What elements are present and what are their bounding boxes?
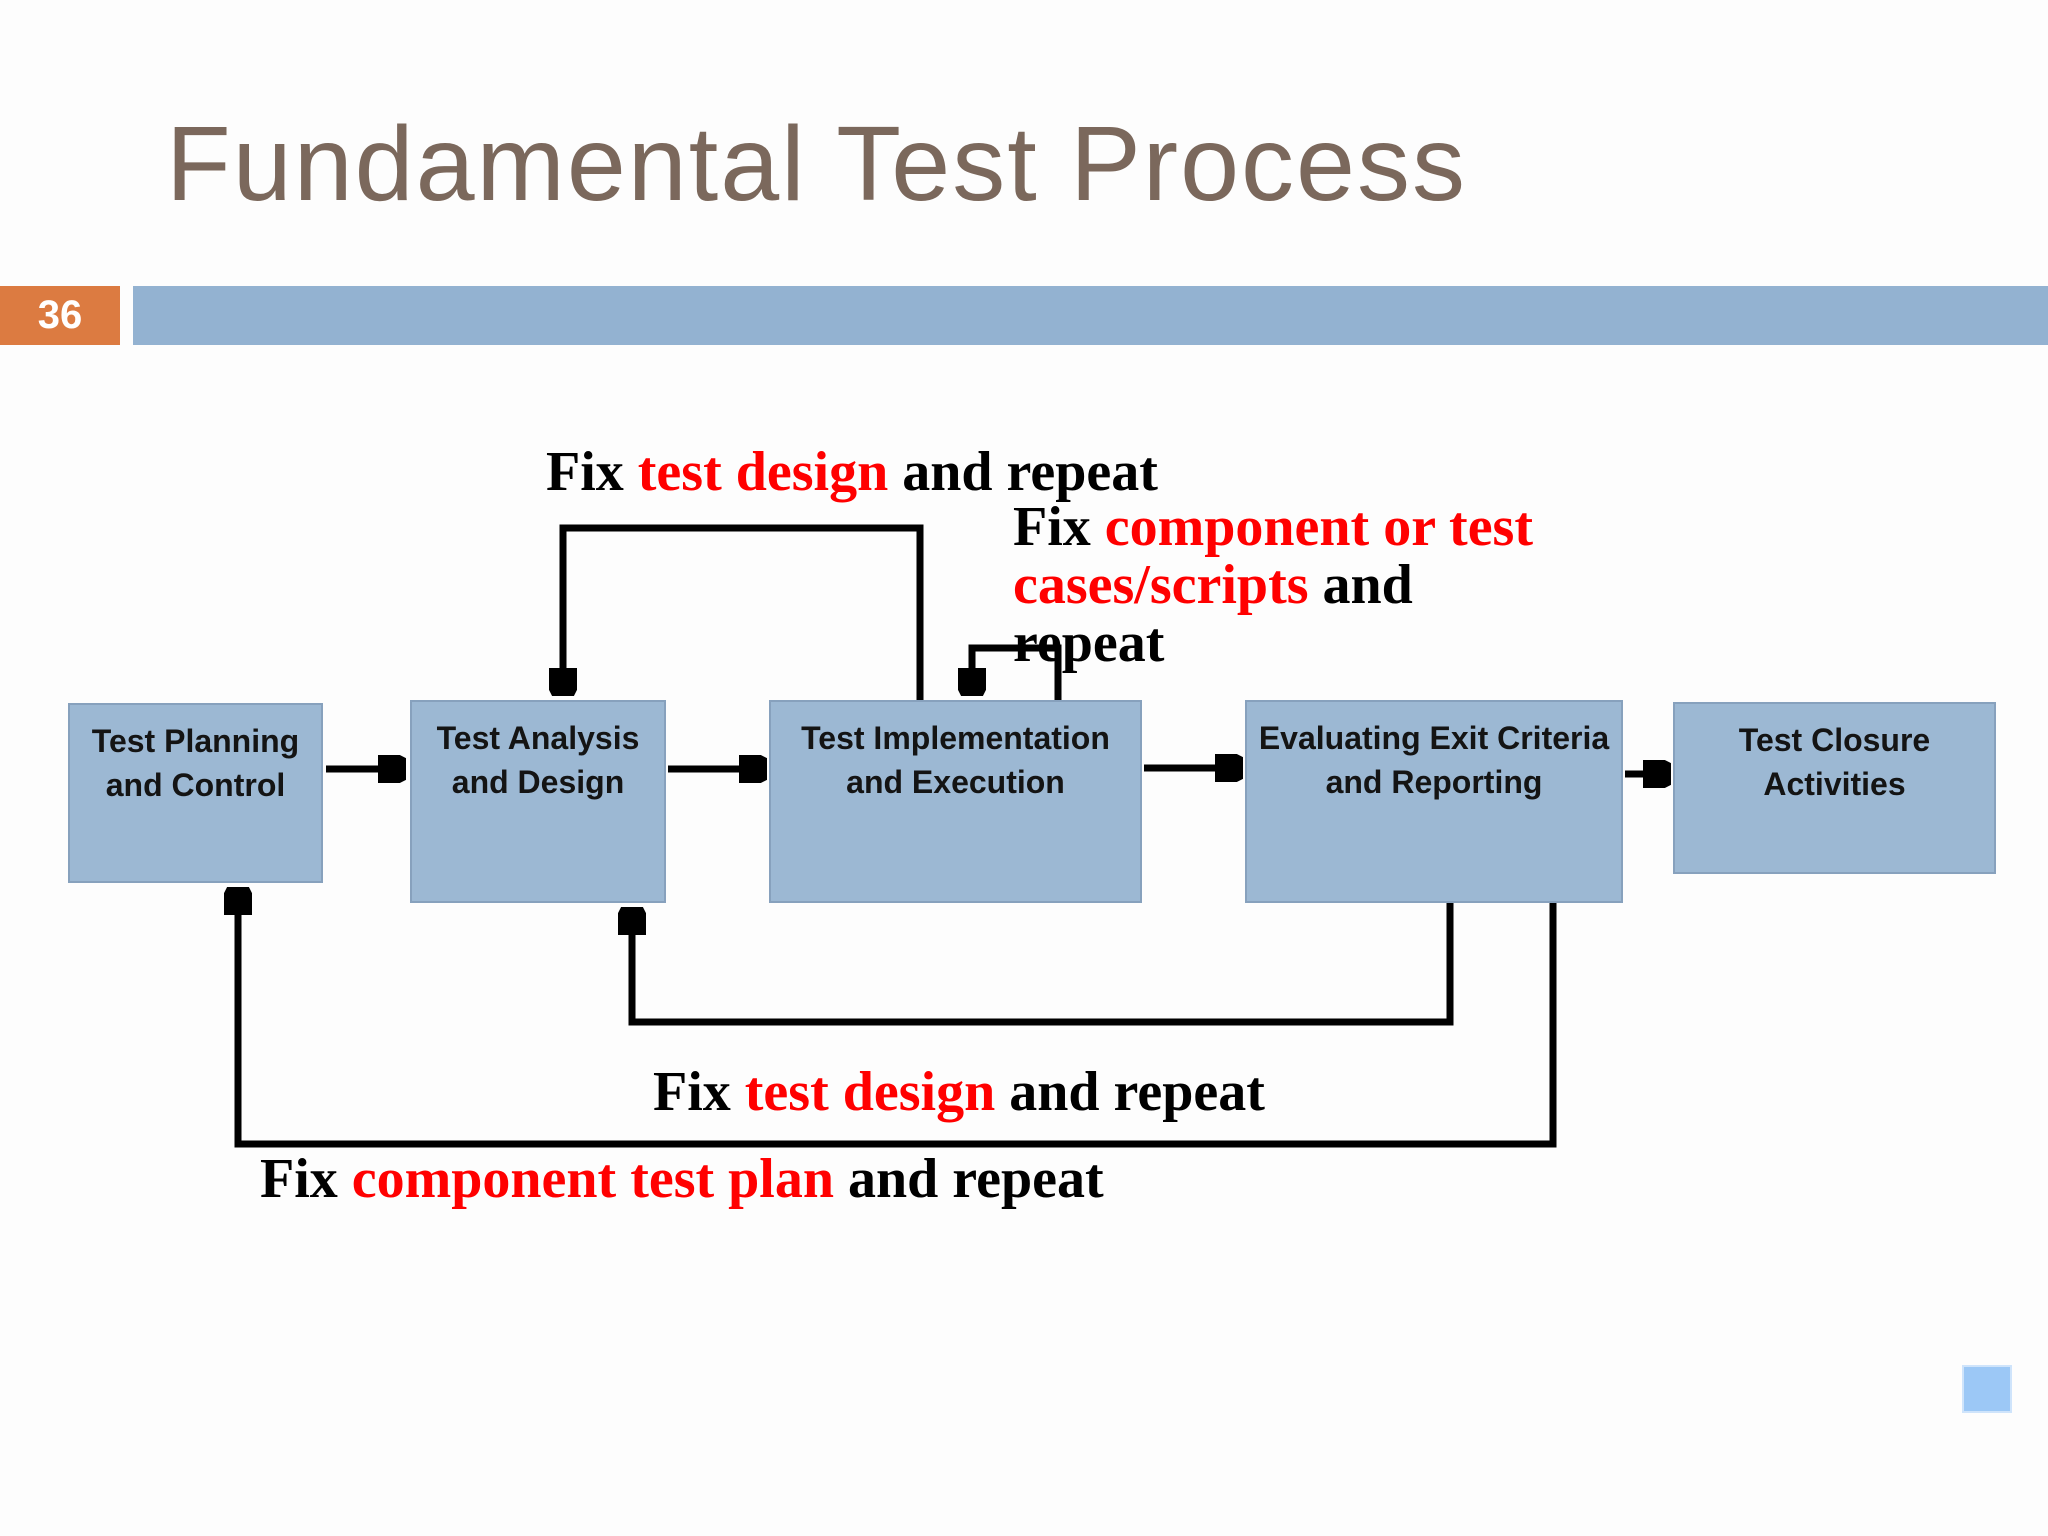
label-fix-test-design-bottom: Fix test design and repeat: [653, 1061, 1265, 1123]
process-box-test-closure: Test Closure Activities: [1673, 702, 1996, 874]
label-fix-component-test-plan: Fix component test plan and repeat: [260, 1148, 1104, 1210]
page-number-badge: 36: [0, 286, 120, 345]
label-fix-test-design-top: Fix test design and repeat: [546, 441, 1158, 503]
slide-title: Fundamental Test Process: [166, 105, 1468, 223]
loop-implementation-self: [972, 644, 1062, 700]
box-label-line: Test Closure: [1738, 722, 1931, 758]
box-label-line: Test Analysis: [436, 720, 640, 756]
process-box-test-planning: Test Planning and Control: [68, 703, 323, 883]
process-box-evaluating-exit-criteria: Evaluating Exit Criteria and Reporting: [1245, 700, 1623, 903]
loop-evaluating-to-planning: [238, 891, 1557, 1148]
box-label-line: and Execution: [846, 764, 1065, 800]
header-accent-bar: [133, 286, 2048, 345]
decorative-corner-square: [1962, 1365, 2012, 1413]
label-fix-component-or-test-cases: Fix component or test cases/scripts and …: [1013, 496, 1533, 674]
box-label-line: Test Implementation: [801, 720, 1110, 756]
box-label-line: and Reporting: [1325, 764, 1543, 800]
page-number: 36: [37, 293, 83, 337]
loop-evaluating-to-analysis: [632, 903, 1454, 1026]
box-label-line: Test Planning: [91, 723, 300, 759]
box-label-line: and Design: [451, 764, 625, 800]
loop-implementation-to-analysis: [563, 524, 924, 700]
box-label-line: Activities: [1763, 766, 1906, 802]
box-label-line: Evaluating Exit Criteria: [1258, 720, 1610, 756]
process-box-test-implementation: Test Implementation and Execution: [769, 700, 1142, 903]
process-box-test-analysis: Test Analysis and Design: [410, 700, 666, 903]
box-label-line: and Control: [105, 767, 286, 803]
